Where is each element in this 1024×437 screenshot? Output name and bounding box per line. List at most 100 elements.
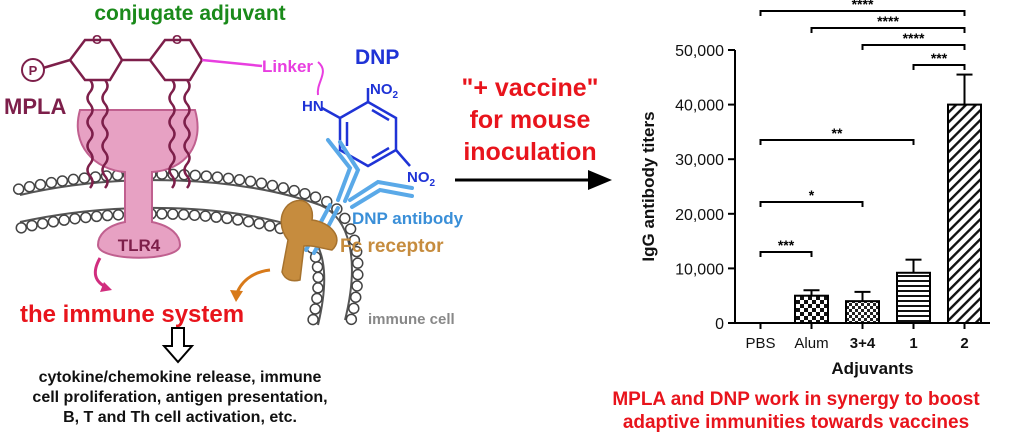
lipid-head: [45, 176, 58, 189]
x-tick-label: Alum: [794, 335, 828, 352]
lipid-head: [12, 183, 25, 195]
lipid-head: [211, 171, 224, 183]
lipid-head: [311, 261, 324, 273]
caption-line-1: MPLA and DNP work in synergy to boost: [612, 389, 980, 410]
lipid-head: [156, 208, 168, 220]
bar-2: [947, 103, 982, 324]
immune-cell-label: immune cell: [368, 311, 455, 328]
y-tick-label: 40,000: [675, 98, 724, 115]
significance-bracket: [912, 64, 966, 70]
lipid-head: [244, 175, 257, 188]
lipid-head: [312, 271, 324, 284]
lipid-head: [339, 212, 351, 225]
significance-label: ****: [903, 30, 925, 46]
lipid-head: [222, 172, 235, 185]
significance-bracket: [759, 139, 915, 145]
middle-line-1: "+ vaccine": [462, 74, 599, 102]
y-tick-label: 20,000: [675, 207, 724, 224]
significance-label: ***: [778, 237, 795, 253]
caption-line-2: adaptive immunities towards vaccines: [622, 412, 970, 433]
significance-label: ****: [852, 0, 874, 12]
tlr4-receptor: TLR4: [76, 109, 199, 259]
x-tick-label: 1: [909, 335, 917, 352]
immune-system-label: the immune system: [20, 301, 244, 328]
linker-label: Linker: [262, 57, 313, 76]
effects-line-2: cell proliferation, antigen presentation…: [32, 389, 328, 406]
lipid-head: [188, 209, 201, 221]
down-arrow-icon: [161, 327, 195, 364]
phosphate-icon: [21, 58, 45, 82]
lipid-head: [351, 280, 363, 292]
significance-label: *: [809, 187, 815, 203]
middle-line-3: inoculation: [463, 138, 596, 166]
lipid-head: [221, 212, 233, 225]
lipid-head: [26, 219, 38, 232]
significance-bracket: [759, 10, 966, 16]
fc-signal-arrowhead: [230, 290, 243, 302]
lipid-head: [242, 215, 255, 228]
lipid-head: [167, 208, 179, 220]
effects-line-1: cytokine/chemokine release, immune: [38, 369, 322, 386]
significance-label: ****: [877, 13, 899, 29]
tlr4-signal-arrowhead: [100, 282, 112, 292]
no2-top-label: NO2: [370, 81, 399, 101]
lipid-head: [348, 302, 360, 315]
hn-label: HN: [302, 98, 324, 115]
lipid-head: [15, 222, 28, 234]
lipid-head: [210, 211, 222, 223]
x-axis-label: Adjuvants: [831, 359, 913, 378]
significance-bracket: [759, 251, 813, 257]
lipid-head: [199, 210, 212, 222]
left-schematic: TLR4 O O P conjugate adjuvant MPLA Linke…: [4, 2, 464, 364]
lipid-head: [352, 268, 364, 281]
lipid-head: [200, 170, 213, 182]
phosphate-symbol: P: [29, 63, 38, 78]
lipid-head: [264, 220, 276, 232]
mpla-label: MPLA: [4, 94, 66, 119]
dnp-molecule: [321, 88, 411, 168]
no2-bottom-label: NO2: [407, 169, 436, 189]
y-tick-label: 0: [715, 316, 724, 333]
lipid-head: [311, 292, 323, 305]
lipid-head: [344, 223, 357, 235]
lipid-head: [233, 173, 246, 186]
lipid-head: [255, 177, 268, 190]
lipid-head: [312, 282, 324, 294]
immune-effects: cytokine/chemokine release, immune cell …: [0, 368, 360, 428]
lipid-head: [90, 210, 103, 223]
lipid-head: [253, 217, 265, 230]
significance-bracket: [810, 27, 966, 33]
bar-3+4: [845, 300, 880, 325]
lipid-head: [288, 184, 300, 197]
right-arrow-icon: [588, 170, 612, 190]
lipid-head: [232, 214, 244, 226]
significance-bracket: [861, 44, 966, 50]
lipid-head: [299, 187, 311, 200]
tlr4-signal-arrow: [93, 257, 109, 290]
ring-oxygen-label: O: [92, 32, 102, 47]
lipid-head: [58, 214, 70, 226]
bar-1: [896, 271, 931, 325]
lipid-head: [112, 209, 125, 221]
lipid-head: [36, 217, 49, 230]
lipid-head: [345, 313, 358, 326]
middle-line-2: for mouse: [470, 106, 591, 134]
ring-oxygen-label: O: [172, 32, 182, 47]
significance-bracket: [759, 201, 864, 207]
effects-line-3: B, T and Th cell activation, etc.: [63, 409, 297, 426]
lipid-head: [69, 212, 81, 225]
lipid-head: [101, 209, 114, 222]
y-tick-label: 10,000: [675, 261, 724, 278]
significance-label: ***: [931, 50, 948, 66]
caption: MPLA and DNP work in synergy to boost ad…: [568, 388, 1024, 434]
lipid-head: [80, 211, 92, 224]
lipid-head: [34, 178, 47, 191]
tlr4-label: TLR4: [118, 236, 161, 255]
lipid-head: [23, 181, 36, 193]
dnp-antibody-label: DNP antibody: [352, 209, 464, 228]
x-tick-label: 3+4: [850, 335, 876, 352]
significance-label: **: [832, 125, 843, 141]
dnp-label: DNP: [355, 46, 399, 69]
